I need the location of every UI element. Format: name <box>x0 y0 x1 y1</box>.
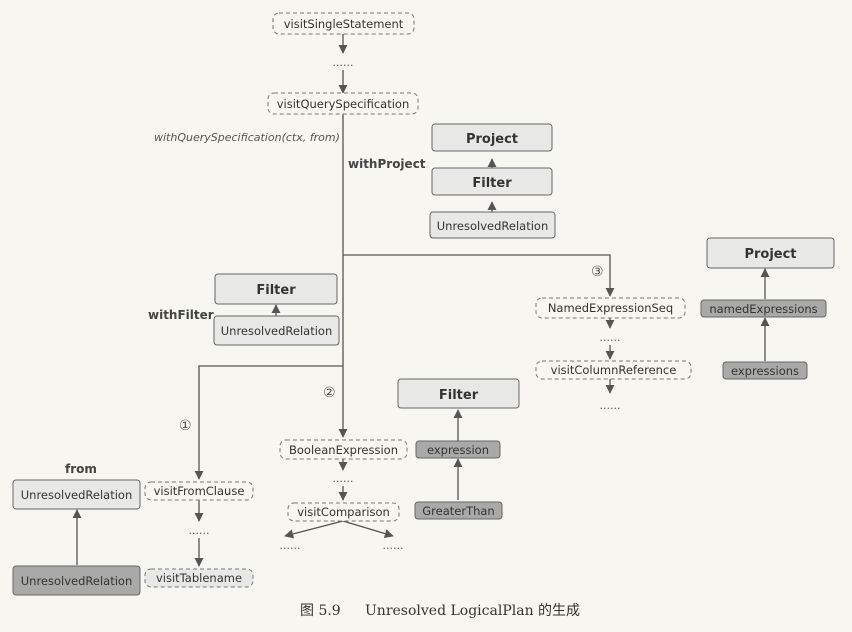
label-from: from <box>65 462 97 476</box>
node-label: UnresolvedRelation <box>221 324 332 338</box>
plan-node-unresolved-relation-bottom: UnresolvedRelation <box>12 565 141 596</box>
node-label: namedExpressions <box>709 302 817 316</box>
ellipsis: ...... <box>383 539 404 552</box>
plan-project-tree: Project Filter UnresolvedRelation <box>429 123 556 239</box>
plan-node-unresolved-relation-top: UnresolvedRelation <box>12 479 141 510</box>
figure-caption-text: Unresolved LogicalPlan 的生成 <box>365 603 580 619</box>
node-label: visitComparison <box>297 505 390 519</box>
plan-project-expr-tree: Project namedExpressions expressions <box>700 237 835 380</box>
node-label: BooleanExpression <box>289 443 398 457</box>
plan-node-filter: Filter <box>397 378 520 409</box>
plan-node-filter: Filter <box>214 273 338 305</box>
plan-node-named-expressions: namedExpressions <box>700 299 827 318</box>
node-label: visitQuerySpecification <box>277 97 409 111</box>
ellipsis: ...... <box>600 331 621 344</box>
plan-filter-tree: Filter UnresolvedRelation <box>213 273 340 346</box>
node-label: NamedExpressionSeq <box>548 301 673 315</box>
node-label: GreaterThan <box>422 504 494 518</box>
plan-node-unresolved-relation: UnresolvedRelation <box>429 211 556 239</box>
node-label: Project <box>466 132 518 147</box>
node-label: visitColumnReference <box>551 363 677 377</box>
node-label: visitFromClause <box>154 484 245 498</box>
node-visit-from-clause: visitFromClause <box>144 481 254 501</box>
ellipsis: ...... <box>333 56 354 69</box>
ellipsis: ...... <box>600 399 621 412</box>
node-label: Project <box>744 247 796 262</box>
label-with-project: withProject <box>348 157 426 171</box>
node-label: Filter <box>256 283 296 298</box>
figure-caption-number: 图 5.9 <box>300 603 341 619</box>
node-label: UnresolvedRelation <box>21 574 132 588</box>
node-label: Filter <box>439 388 479 403</box>
plan-node-unresolved-relation: UnresolvedRelation <box>213 315 340 346</box>
plan-node-expression: expression <box>415 440 501 459</box>
ellipsis: ...... <box>280 539 301 552</box>
plan-from-tree: UnresolvedRelation UnresolvedRelation <box>12 479 141 596</box>
plan-filter-expr-tree: Filter expression GreaterThan <box>397 378 520 520</box>
step-marker-1: ① <box>179 418 192 434</box>
node-label: visitTablename <box>156 571 242 585</box>
node-visit-comparison: visitComparison <box>287 502 400 522</box>
plan-node-greater-than: GreaterThan <box>414 501 503 520</box>
plan-node-project: Project <box>706 237 835 269</box>
node-label: UnresolvedRelation <box>21 488 132 502</box>
node-visit-column-reference: visitColumnReference <box>535 360 692 380</box>
plan-node-expressions: expressions <box>722 361 808 380</box>
ellipsis: ...... <box>333 472 354 485</box>
step-marker-3: ③ <box>591 264 604 280</box>
edges-main <box>72 34 770 567</box>
plan-node-project: Project <box>431 123 553 152</box>
node-label: expressions <box>731 364 799 378</box>
node-label: UnresolvedRelation <box>437 219 548 233</box>
ellipsis: ...... <box>189 524 210 537</box>
node-named-expression-seq: NamedExpressionSeq <box>535 297 686 319</box>
node-visit-query-specification: visitQuerySpecification <box>267 92 419 115</box>
label-with-query-specification: withQuerySpecification(ctx, from) <box>154 131 340 144</box>
node-visit-single-statement: visitSingleStatement <box>272 12 415 35</box>
node-label: Filter <box>472 176 512 191</box>
node-visit-tablename: visitTablename <box>144 568 254 588</box>
plan-node-filter: Filter <box>431 167 553 196</box>
node-label: expression <box>427 443 489 457</box>
label-with-filter: withFilter <box>148 308 214 322</box>
node-boolean-expression: BooleanExpression <box>279 439 408 460</box>
step-marker-2: ② <box>323 385 336 401</box>
node-label: visitSingleStatement <box>284 17 404 31</box>
